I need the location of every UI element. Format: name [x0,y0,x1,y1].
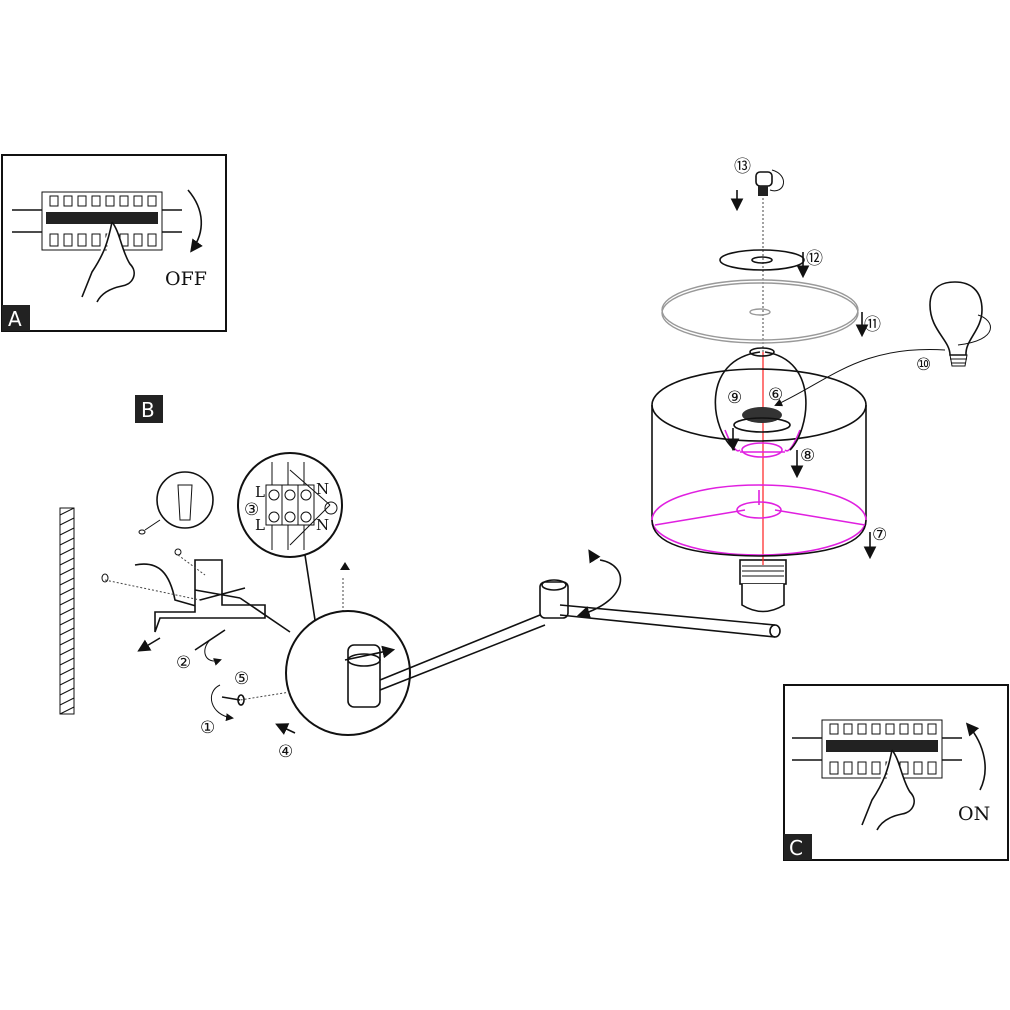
finial-nut [730,169,784,212]
step-4: ④ [278,742,293,762]
mounting-bracket [104,554,291,666]
screw-5 [210,684,245,722]
step-13: ⑬ [734,157,751,177]
terminal-n-bottom: N [316,516,329,534]
step-6: ⑥ [768,385,783,405]
lamp-shade [651,347,867,557]
step-1: ① [200,718,215,738]
step-10: ⑩ [916,355,931,375]
screw-top-icon [340,562,350,570]
panel-b-badge: B [141,398,155,422]
wall-plug-callout [101,471,214,583]
wall-icon [59,507,75,715]
panel-b-badge-group: B [135,395,163,423]
panel-c-switch-on: ON C [783,684,1009,861]
washer [719,249,805,271]
wall-plate-and-arm [239,549,781,736]
on-label: ON [958,803,990,825]
step-12: ⑫ [806,249,823,269]
terminal-l-top: L [255,483,265,501]
panel-c-badge: C [789,836,803,860]
rotate-up-arrow-icon [965,722,986,791]
shade-top-diffuser [661,279,859,341]
off-label: OFF [165,268,207,290]
light-bulb-icon [774,281,991,407]
step-2: ② [176,653,191,673]
step-5: ⑤ [234,669,249,689]
rotate-down-arrow-icon [187,189,203,253]
step-7: ⑦ [872,525,887,545]
screw-icon [239,597,291,633]
panel-a-switch-off: OFF A [1,154,227,332]
step-3: ③ [244,500,259,520]
lamp-socket [739,559,787,613]
terminal-l-bottom: L [255,516,265,534]
step-9: ⑨ [727,388,742,408]
panel-a-badge: A [8,307,22,331]
terminal-n-top: N [316,480,329,498]
terminal-block-callout: L L N N ③ [237,452,343,621]
step-8: ⑧ [800,446,815,466]
step-11: ⑪ [864,315,881,335]
